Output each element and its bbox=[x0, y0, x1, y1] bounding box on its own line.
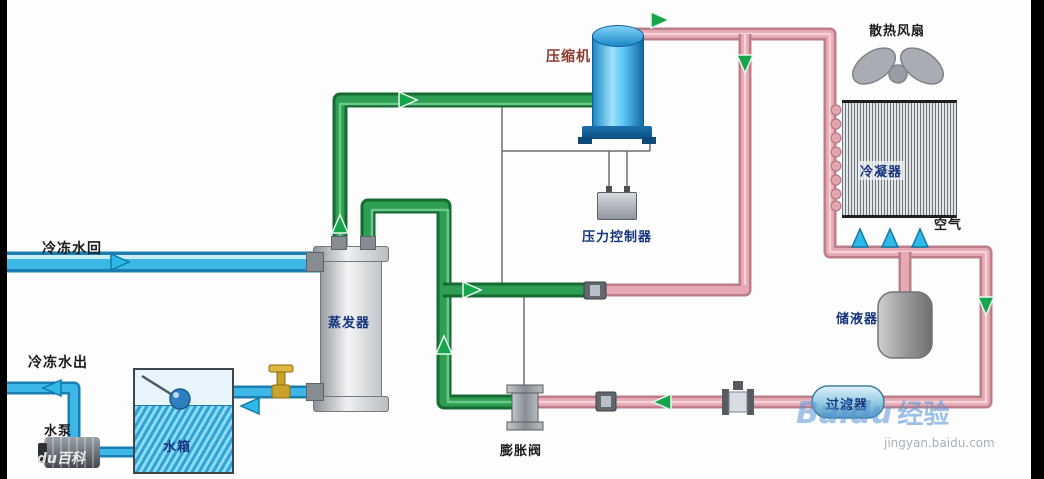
sight-glass-fitting bbox=[722, 381, 754, 415]
flow-arrows-refrigerant bbox=[330, 10, 996, 412]
pressure-controller-label: 压力控制器 bbox=[582, 230, 653, 245]
right-edge-bar bbox=[1031, 0, 1044, 479]
flow-arrow-up bbox=[434, 334, 454, 355]
receiver-label: 储液器 bbox=[836, 312, 879, 327]
water-pump-cap bbox=[38, 443, 47, 463]
flow-arrow-right bbox=[110, 252, 131, 272]
evaporator-nozzle bbox=[360, 236, 376, 250]
filter-drier bbox=[811, 385, 885, 419]
flow-arrow-up bbox=[330, 213, 350, 234]
flow-arrows-water-air bbox=[41, 227, 930, 416]
air-arrow-up bbox=[880, 227, 900, 248]
compressor-foot bbox=[578, 137, 592, 144]
receiver-tank bbox=[877, 291, 933, 359]
condenser-coil-bends bbox=[830, 104, 842, 212]
water-tank-label: 水箱 bbox=[163, 440, 192, 455]
compressor-body bbox=[592, 36, 644, 128]
evaporator-nozzle bbox=[331, 236, 347, 250]
controller-terminal bbox=[624, 186, 630, 192]
chilled-water-return-label: 冷冻水回 bbox=[42, 241, 102, 257]
discharge-liquid-pipe bbox=[530, 27, 993, 409]
air-label: 空气 bbox=[934, 218, 963, 233]
condenser: 冷凝器 bbox=[842, 100, 957, 218]
pipe-fitting bbox=[583, 281, 607, 300]
left-edge-bar bbox=[0, 0, 7, 479]
air-arrow-up bbox=[910, 227, 930, 248]
expansion-valve-label: 膨胀阀 bbox=[500, 444, 543, 459]
flow-arrow-right bbox=[462, 280, 483, 300]
compressor-cap bbox=[592, 25, 644, 47]
air-arrow-up bbox=[850, 227, 870, 248]
cooling-fan-icon bbox=[852, 47, 944, 85]
water-pump-label: 水泵 bbox=[44, 424, 73, 439]
flow-arrow-left bbox=[651, 392, 672, 412]
compressor-base bbox=[582, 126, 652, 139]
evaporator-body bbox=[320, 258, 382, 398]
flow-arrow-down bbox=[735, 54, 755, 75]
flow-arrow-right bbox=[650, 10, 671, 30]
evaporator-water-inlet bbox=[306, 252, 324, 272]
evaporator-bottom-flange bbox=[313, 396, 389, 412]
condenser-label: 冷凝器 bbox=[858, 161, 905, 180]
water-pump bbox=[44, 437, 100, 468]
evaporator-water-outlet bbox=[306, 383, 324, 401]
water-valve bbox=[268, 364, 294, 399]
pipe-fitting bbox=[595, 391, 617, 412]
controller-terminal bbox=[606, 186, 612, 192]
control-wires bbox=[501, 104, 651, 386]
pressure-controller bbox=[597, 192, 637, 220]
flow-arrow-left bbox=[41, 378, 62, 398]
flow-arrow-right bbox=[398, 90, 419, 110]
cooling-fan-label: 散热风扇 bbox=[869, 24, 926, 39]
flow-arrow-left bbox=[239, 396, 260, 416]
evaporator-top-flange bbox=[313, 246, 389, 262]
evaporator-label: 蒸发器 bbox=[328, 316, 371, 331]
chilled-water-out-label: 冷冻水出 bbox=[28, 355, 88, 371]
compressor-label: 压缩机 bbox=[546, 49, 591, 65]
water-tank: 水箱 bbox=[133, 368, 234, 474]
filter-label: 过滤器 bbox=[826, 398, 869, 413]
flow-arrow-down bbox=[976, 296, 996, 317]
compressor-foot bbox=[642, 137, 656, 144]
expansion-valve-body bbox=[506, 384, 544, 431]
